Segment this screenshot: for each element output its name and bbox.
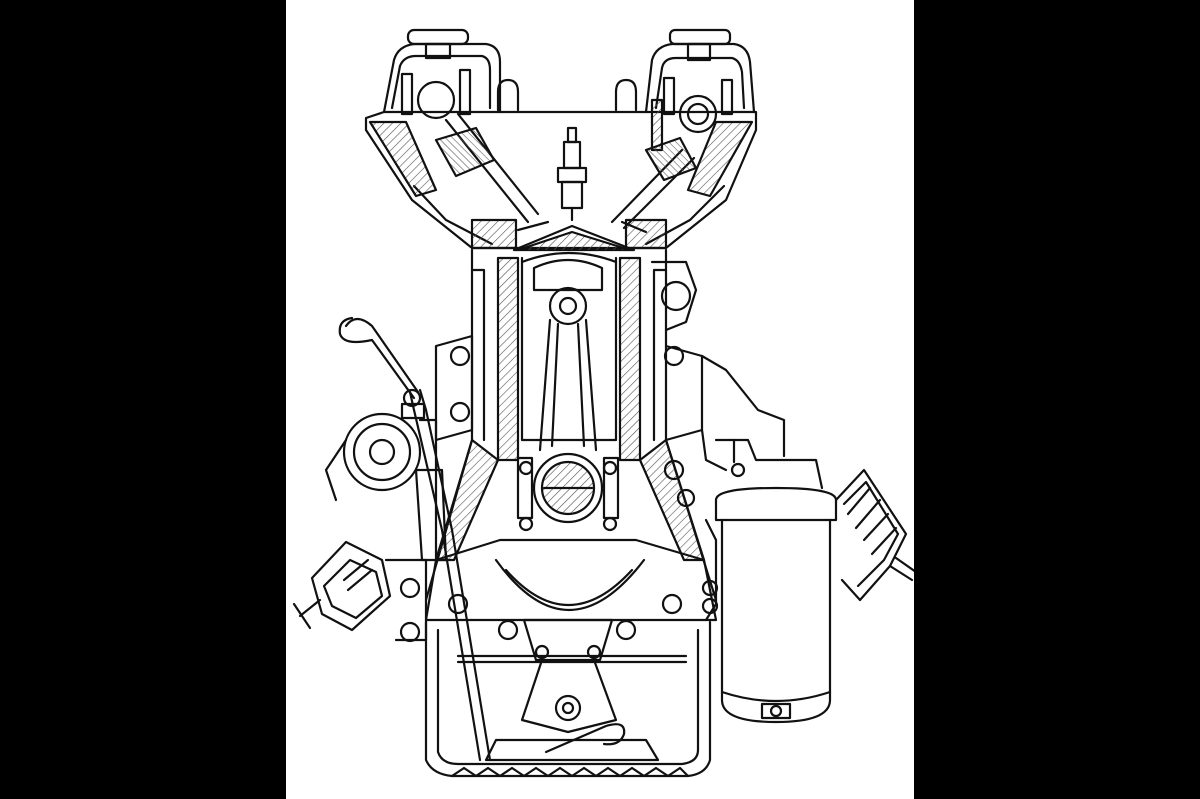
cylinder-head [364,28,758,250]
oil-pickup [554,694,582,722]
bolt [661,593,683,615]
valves [434,112,698,234]
bolt [399,577,421,599]
engine-cutaway-drawing [286,0,914,799]
engine-mount-left [292,540,428,643]
bolt [447,593,469,615]
dipstick [338,316,492,762]
rocker-shaft-left [416,80,456,120]
piston-pin [548,286,588,326]
combustion-chamber [512,224,636,252]
cylinder-block [424,248,718,602]
oil-filler-cap [406,28,470,46]
bolt [663,345,685,367]
engine-cross-section-svg [292,28,914,778]
bolt [449,345,471,367]
oil-sump [424,620,712,778]
fuel-pump [324,412,448,562]
engine-mount-right [663,354,914,622]
spark-plug [556,126,588,222]
piston [520,251,618,442]
crankpin [532,452,604,524]
bolt [449,401,471,423]
connecting-rod [516,318,620,532]
rocker-shaft-right [678,94,718,134]
oil-filter [714,438,838,724]
